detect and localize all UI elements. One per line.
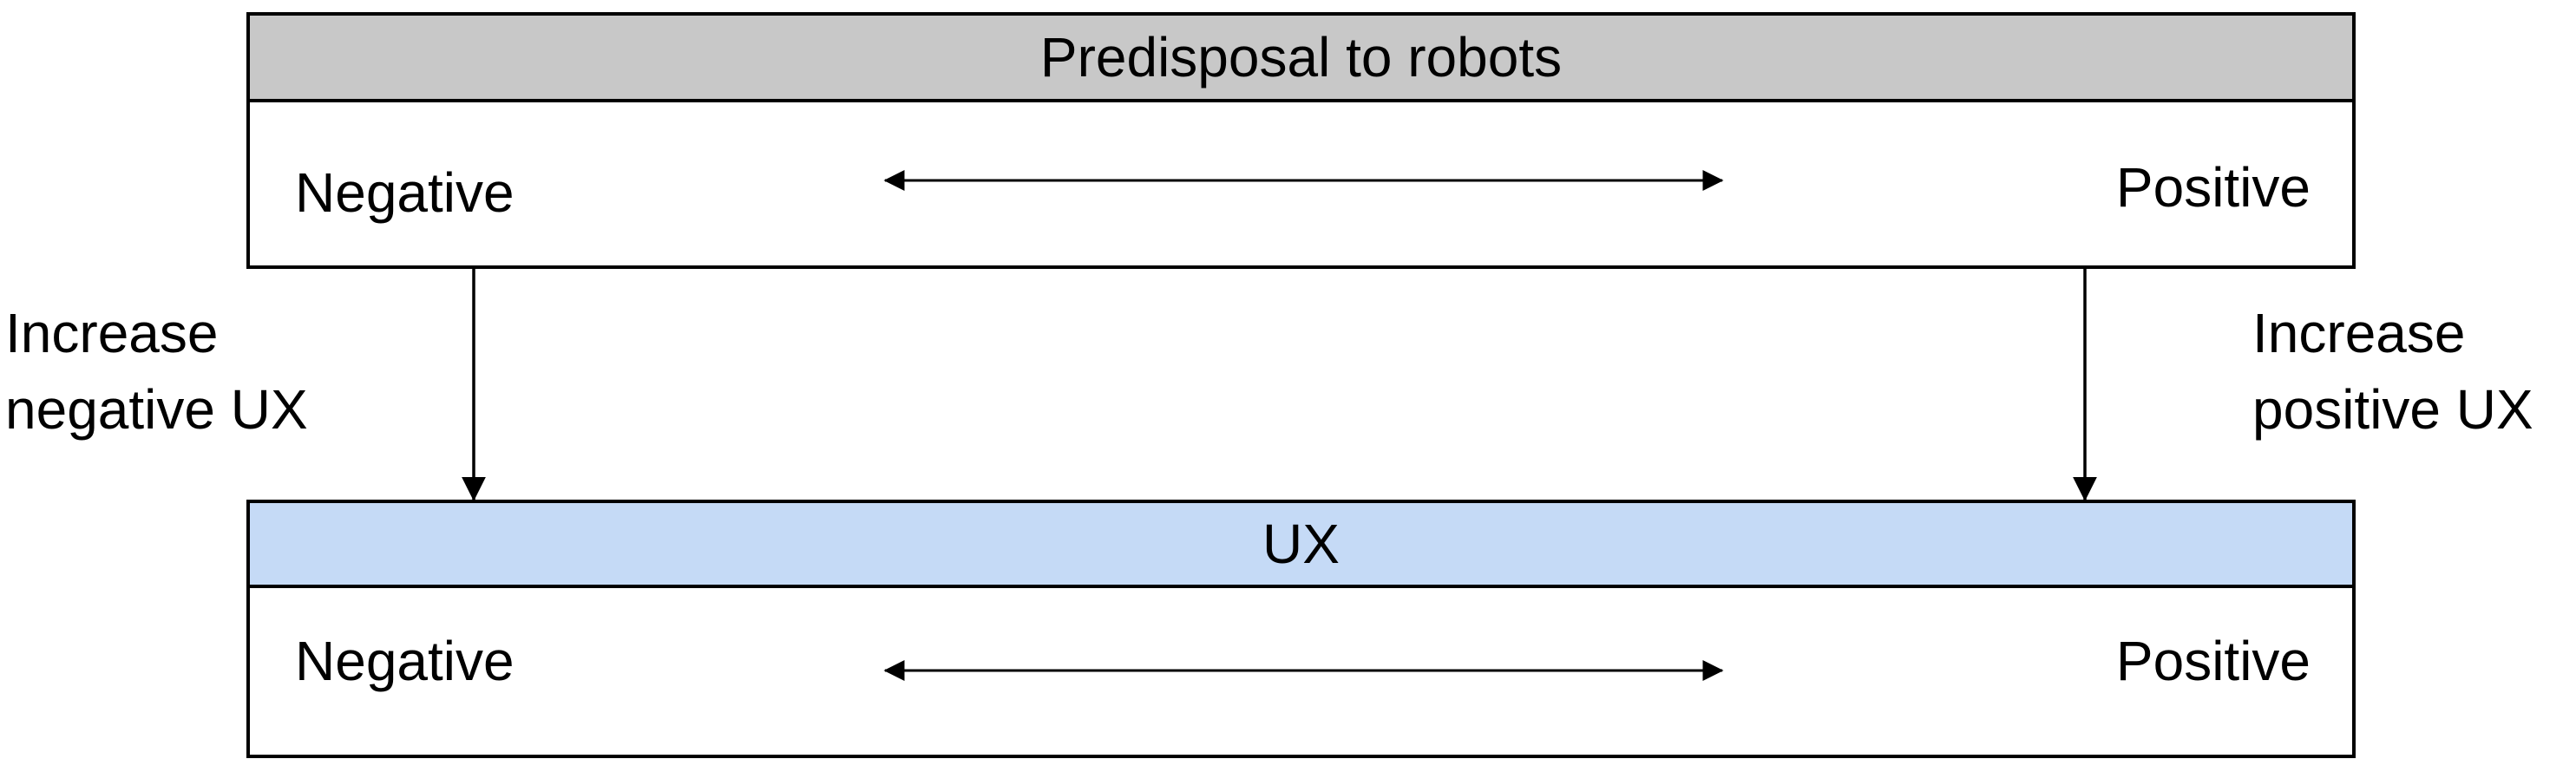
increase-positive-line1: Increase: [2252, 302, 2466, 364]
ux-box: UX Negative Positive: [246, 500, 2356, 758]
increase-positive-ux-label: Increase positive UX: [2252, 295, 2533, 448]
increase-negative-line2: negative UX: [5, 378, 308, 441]
predisposal-header: Predisposal to robots: [250, 16, 2352, 102]
predisposal-positive-label: Positive: [2115, 156, 2311, 219]
increase-negative-line1: Increase: [5, 302, 219, 364]
predisposal-box: Predisposal to robots Negative Positive: [246, 12, 2356, 269]
predisposal-title: Predisposal to robots: [1039, 26, 1563, 88]
increase-positive-line2: positive UX: [2252, 378, 2533, 441]
predisposal-negative-label: Negative: [295, 161, 515, 224]
ux-positive-label: Positive: [2115, 630, 2311, 692]
ux-header: UX: [250, 503, 2352, 588]
ux-negative-label: Negative: [295, 630, 515, 692]
increase-negative-ux-label: Increase negative UX: [5, 295, 308, 448]
ux-title: UX: [1262, 513, 1340, 575]
